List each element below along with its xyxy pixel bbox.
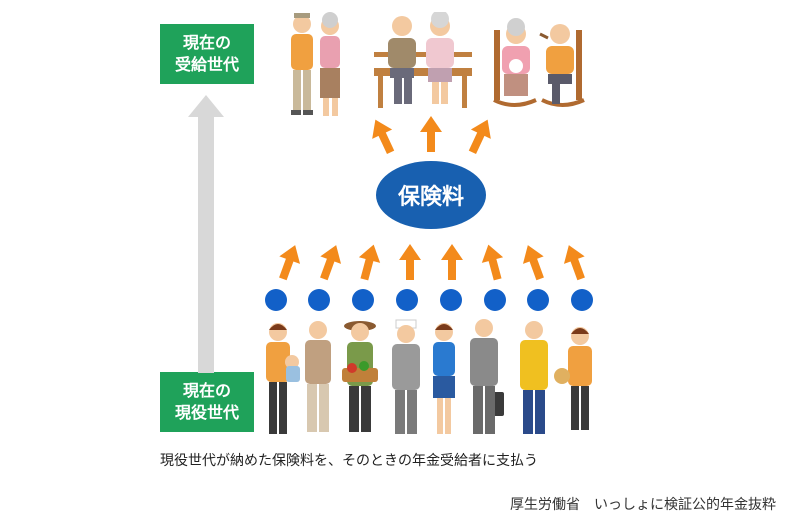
arrow-from-worker-5 [441,244,463,280]
arrow-from-worker-3 [353,241,385,283]
contribution-dot-5 [440,289,462,311]
working-generation-people-illustration [266,319,592,434]
arrow-from-worker-2 [313,241,347,283]
diagram-caption: 現役世代が納めた保険料を、そのときの年金受給者に支払う [160,453,538,469]
elderly-couple-bench-illustration [374,12,472,108]
contribution-dot-4 [396,289,418,311]
arrow-from-worker-7 [517,241,551,283]
contribution-dot-2 [308,289,330,311]
arrow-to-recipients-right [462,115,498,157]
arrow-from-worker-8 [558,241,592,283]
contribution-dot-3 [352,289,374,311]
arrow-to-recipients-center [420,116,442,152]
contribution-dot-7 [527,289,549,311]
elderly-couple-standing-illustration [291,12,340,116]
recipient-label-line2: 受給世代 [174,55,239,74]
contribution-dot-1 [265,289,287,311]
arrow-to-recipients-left [365,115,401,157]
arrow-from-worker-6 [477,241,509,283]
arrow-from-worker-4 [399,244,421,280]
working-label-line2: 現役世代 [174,403,239,422]
arrow-from-worker-1 [272,241,306,283]
recipient-label-line1: 現在の [182,33,231,52]
contribution-dot-8 [571,289,593,311]
contribution-dot-6 [484,289,506,311]
generation-flow-arrow [188,95,224,373]
premium-label: 保険料 [397,185,464,210]
recipient-generation-label: 現在の 受給世代 [160,24,254,84]
source-citation: 厚生労働省 いっしょに検証公的年金抜粋 [510,497,776,513]
working-generation-label: 現在の 現役世代 [160,372,254,432]
elderly-couple-rocking-chairs-illustration [493,18,585,107]
premium-ellipse: 保険料 [376,161,486,229]
working-label-line1: 現在の [182,381,231,400]
